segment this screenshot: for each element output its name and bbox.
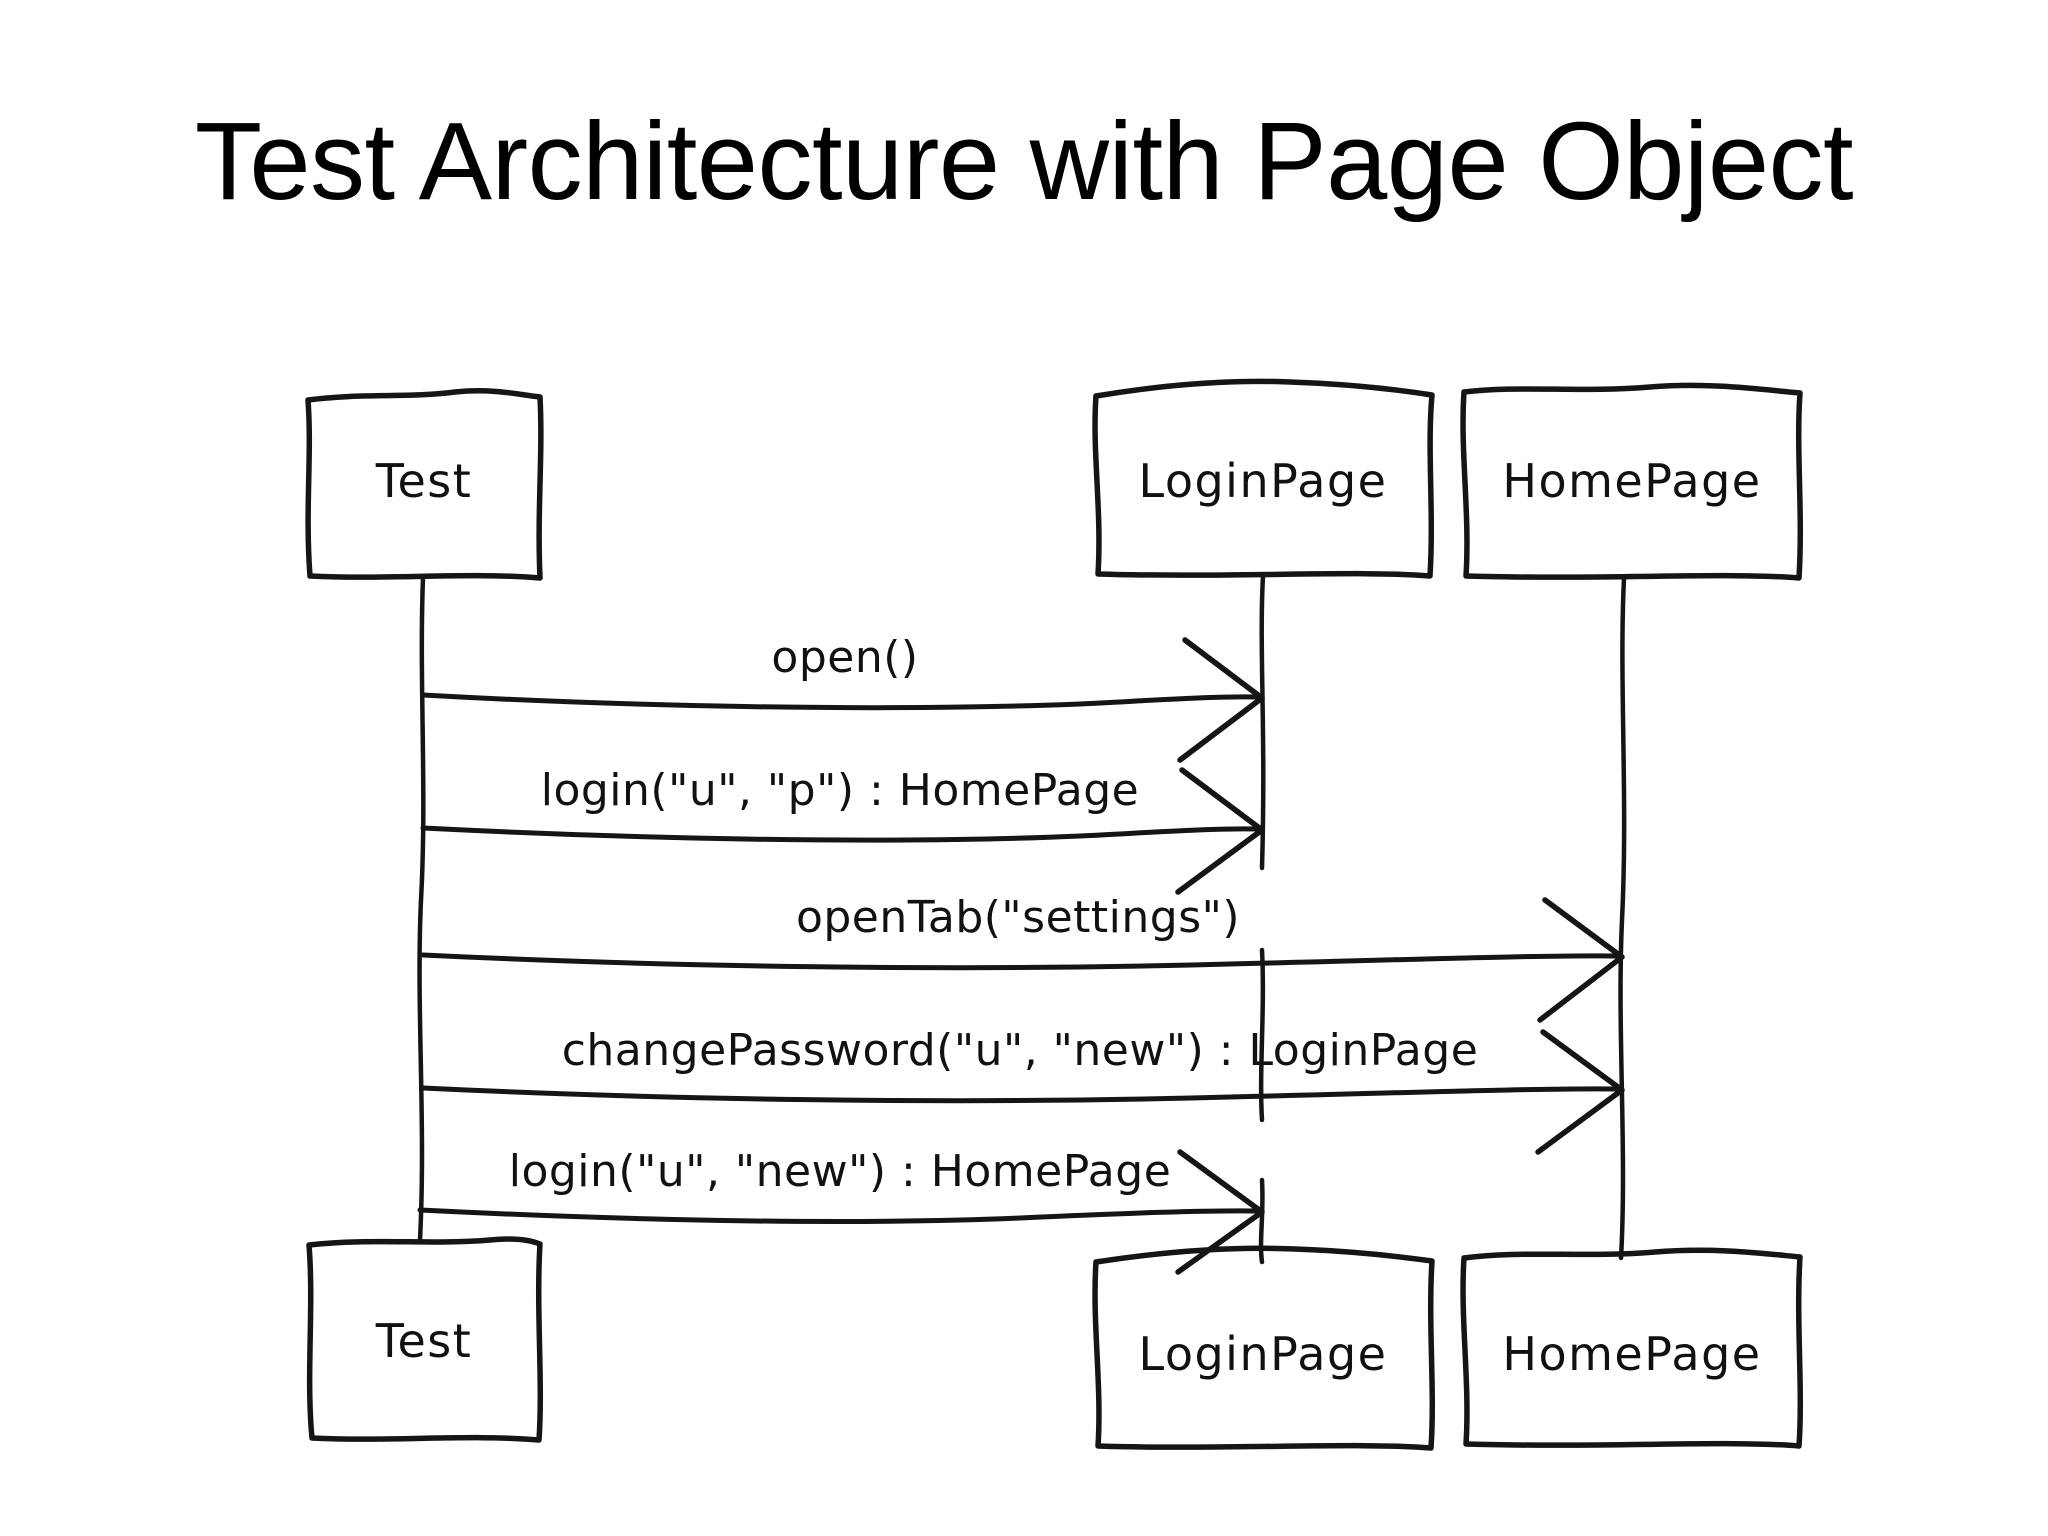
message-2[interactable]: login("u", "p") : HomePage bbox=[420, 765, 1265, 895]
message-5-line bbox=[417, 1207, 1261, 1224]
head-box-homepage[interactable]: HomePage bbox=[1460, 382, 1804, 581]
message-2-arrowhead bbox=[1175, 767, 1265, 895]
foot-box-test-outline bbox=[306, 1236, 544, 1443]
foot-box-loginpage-label: LoginPage bbox=[1139, 1327, 1388, 1381]
head-box-loginpage[interactable]: LoginPage bbox=[1092, 378, 1435, 579]
message-3[interactable]: openTab("settings") bbox=[420, 892, 1625, 1023]
message-2-line bbox=[420, 825, 1261, 843]
head-box-test-outline bbox=[305, 388, 544, 581]
message-3-arrowhead bbox=[1537, 897, 1625, 1023]
message-1-label: open() bbox=[771, 632, 918, 683]
lifeline-test bbox=[417, 575, 426, 1243]
head-box-homepage-outline bbox=[1460, 382, 1804, 581]
head-box-test-label: Test bbox=[375, 454, 473, 508]
message-4-line bbox=[420, 1085, 1621, 1104]
message-3-label: openTab("settings") bbox=[796, 892, 1240, 943]
message-2-label: login("u", "p") : HomePage bbox=[541, 765, 1140, 816]
foot-box-homepage-outline bbox=[1460, 1247, 1804, 1449]
lifeline-loginpage-upper bbox=[1259, 573, 1266, 871]
message-5-label: login("u", "new") : HomePage bbox=[509, 1146, 1172, 1197]
foot-box-test-label: Test bbox=[375, 1314, 473, 1368]
foot-box-loginpage-outline bbox=[1092, 1245, 1436, 1451]
message-1[interactable]: open() bbox=[420, 632, 1265, 763]
foot-box-homepage-label: HomePage bbox=[1502, 1327, 1761, 1381]
message-1-arrowhead bbox=[1177, 637, 1265, 763]
message-4-label: changePassword("u", "new") : LoginPage bbox=[562, 1025, 1479, 1076]
head-box-homepage-label: HomePage bbox=[1502, 454, 1761, 508]
head-box-loginpage-outline bbox=[1092, 378, 1435, 579]
page-title: Test Architecture with Page Object bbox=[194, 100, 1854, 223]
message-5[interactable]: login("u", "new") : HomePage bbox=[417, 1146, 1265, 1275]
foot-box-test[interactable]: Test bbox=[306, 1236, 544, 1443]
lifeline-loginpage-tail bbox=[1258, 1177, 1265, 1265]
message-4[interactable]: changePassword("u", "new") : LoginPage bbox=[420, 1025, 1625, 1155]
lifeline-loginpage-lower bbox=[1258, 947, 1266, 1123]
head-box-test[interactable]: Test bbox=[305, 388, 544, 581]
head-box-loginpage-label: LoginPage bbox=[1139, 454, 1388, 508]
foot-box-homepage[interactable]: HomePage bbox=[1460, 1247, 1804, 1449]
message-1-line bbox=[420, 692, 1261, 711]
message-4-arrowhead bbox=[1535, 1029, 1625, 1155]
lifeline-homepage bbox=[1618, 575, 1627, 1261]
message-3-line bbox=[420, 952, 1621, 971]
foot-box-loginpage[interactable]: LoginPage bbox=[1092, 1245, 1436, 1451]
